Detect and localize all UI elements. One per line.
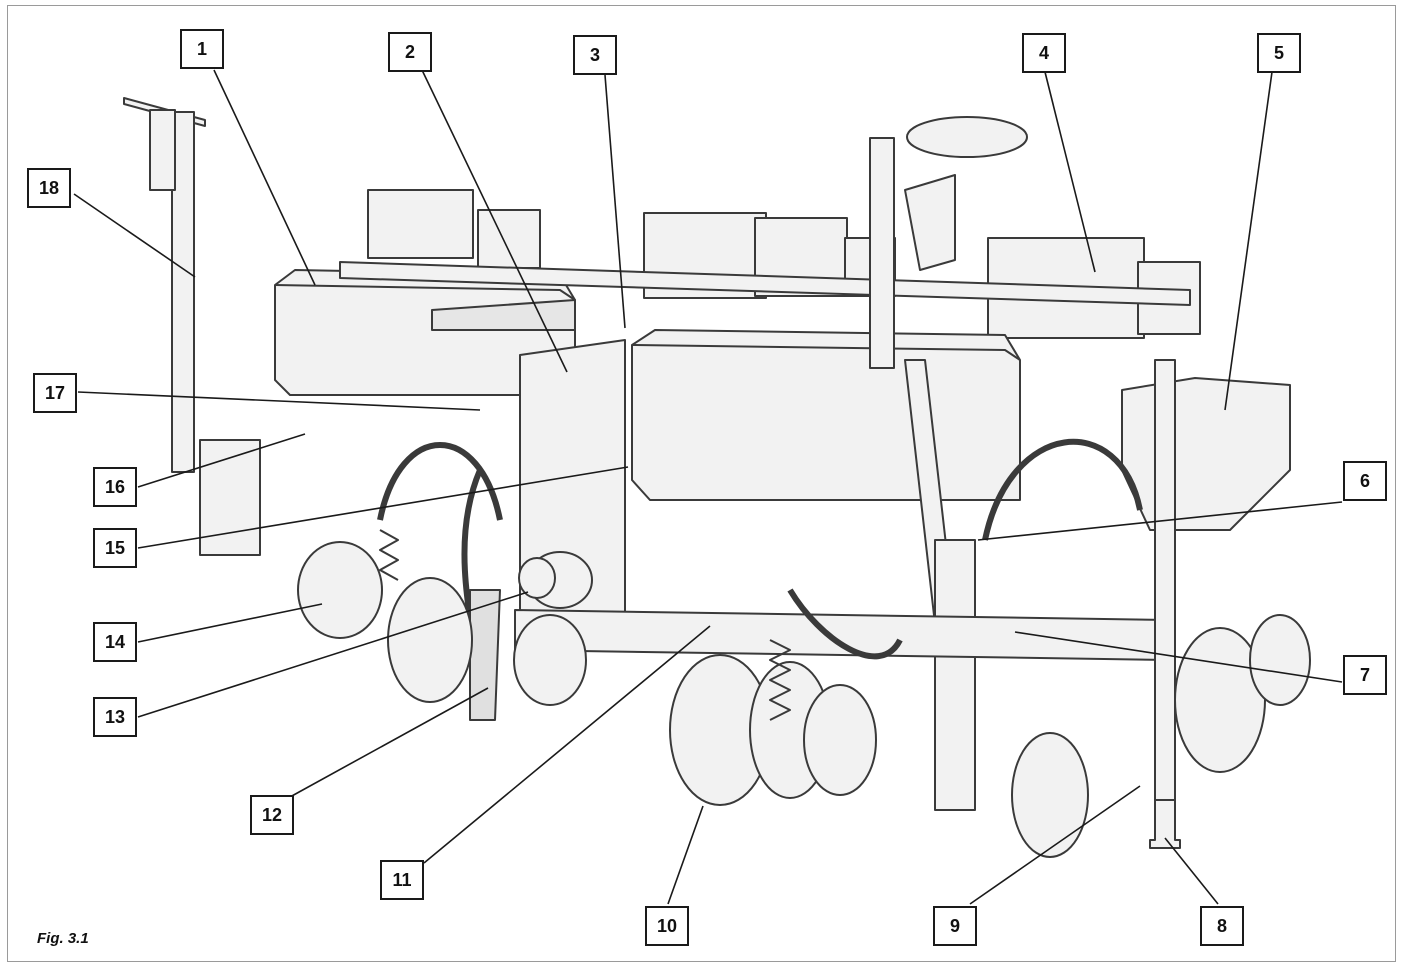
small-hopper-a: [367, 189, 474, 259]
callout-9: 9: [933, 906, 977, 946]
main-frame-bar: [339, 261, 1191, 306]
left-seed-hopper: [274, 269, 576, 396]
callout-8: 8: [1200, 906, 1244, 946]
gps-mast: [869, 116, 1028, 369]
callout-13: 13: [93, 697, 137, 737]
parking-stand: [1149, 799, 1181, 849]
leader-8: [1164, 837, 1219, 905]
leader-7: [1014, 631, 1343, 683]
depth-springs: [379, 529, 791, 721]
callout-5: 5: [1257, 33, 1301, 73]
leader-10: [667, 805, 704, 905]
leader-5: [1224, 71, 1273, 411]
figure-frame: [7, 5, 1396, 962]
left-row-marker-arm: [123, 97, 261, 556]
hoses: [377, 438, 1143, 701]
corrugated-hose: [469, 589, 501, 721]
fan-unit: [518, 551, 593, 609]
leader-1: [213, 69, 316, 286]
leader-9: [969, 785, 1141, 905]
leader-18: [73, 193, 196, 278]
leader-12: [289, 687, 489, 798]
center-seed-hopper: [631, 329, 1021, 501]
right-fertilizer-hopper: [1121, 377, 1291, 531]
callout-7: 7: [1343, 655, 1387, 695]
callout-15: 15: [93, 528, 137, 568]
leader-6: [977, 501, 1343, 541]
leader-15: [137, 466, 629, 549]
callout-16: 16: [93, 467, 137, 507]
right-frame-post: [1154, 359, 1176, 831]
callout-2: 2: [388, 32, 432, 72]
callout-6: 6: [1343, 461, 1387, 501]
callout-10: 10: [645, 906, 689, 946]
callout-3: 3: [573, 35, 617, 75]
rear-toolbar: [514, 609, 1171, 661]
leader-3: [604, 74, 626, 329]
callout-12: 12: [250, 795, 294, 835]
right-marker-arm: [904, 359, 976, 811]
leader-17: [77, 391, 481, 411]
callout-4: 4: [1022, 33, 1066, 73]
callout-18: 18: [27, 168, 71, 208]
callout-1: 1: [180, 29, 224, 69]
leader-14: [137, 603, 323, 643]
press-wheels: [297, 541, 1311, 858]
leader-13: [137, 591, 529, 718]
leader-4: [1044, 71, 1096, 273]
small-hopper-b: [477, 209, 541, 269]
callout-11: 11: [380, 860, 424, 900]
callout-17: 17: [33, 373, 77, 413]
leader-16: [137, 433, 306, 488]
figure-caption: Fig. 3.1: [37, 930, 89, 947]
leader-2: [421, 69, 568, 373]
leader-11: [423, 625, 711, 864]
callout-14: 14: [93, 622, 137, 662]
